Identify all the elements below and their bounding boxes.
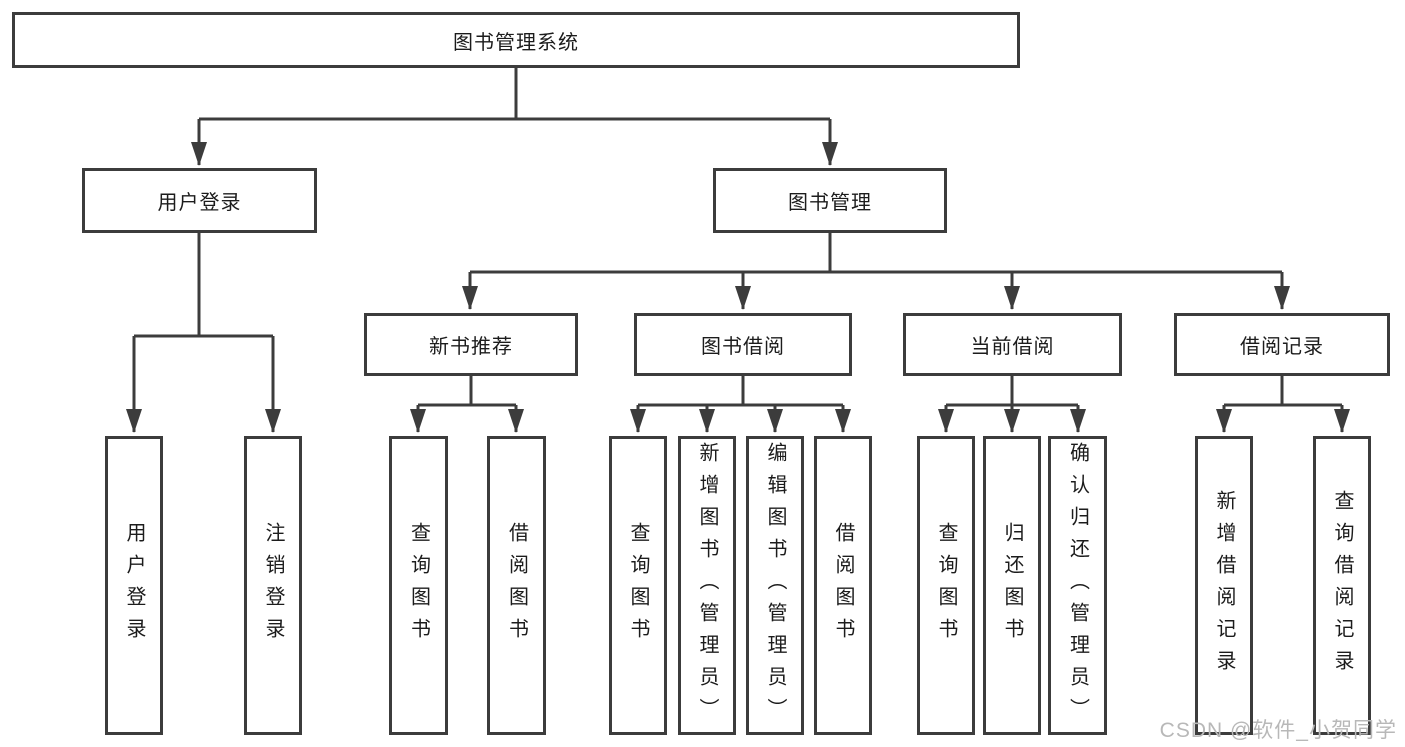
- leaf-label: 借阅图书: [505, 521, 528, 650]
- leaf-logout-login: 注销登录: [244, 436, 302, 735]
- leaf-confirm-return-admin: 确认归还（管理员）: [1048, 436, 1107, 735]
- leaf-query-borrow-record: 查询借阅记录: [1313, 436, 1371, 735]
- leaf-label: 新增借阅记录: [1213, 489, 1235, 682]
- leaf-add-books-admin: 新增图书（管理员）: [678, 436, 736, 735]
- leaf-user-login: 用户登录: [105, 436, 163, 735]
- leaf-query-books-current: 查询图书: [917, 436, 975, 735]
- leaf-label: 编辑图书（管理员）: [764, 441, 786, 730]
- leaf-label: 查询图书: [627, 521, 649, 650]
- node-new-book-recommend: 新书推荐: [364, 313, 578, 376]
- node-label: 用户登录: [157, 192, 242, 214]
- leaf-label: 新增图书（管理员）: [696, 441, 718, 730]
- csdn-watermark: CSDN @软件_小贺同学: [1159, 719, 1397, 742]
- leaf-label: 用户登录: [123, 521, 145, 650]
- leaf-edit-books-admin: 编辑图书（管理员）: [746, 436, 804, 735]
- leaf-label: 查询图书: [407, 521, 430, 650]
- node-borrow-records: 借阅记录: [1174, 313, 1390, 376]
- node-label: 图书借阅: [701, 336, 785, 358]
- leaf-query-books-recommend: 查询图书: [389, 436, 448, 735]
- leaf-label: 查询借阅记录: [1331, 489, 1353, 682]
- node-book-management: 图书管理: [713, 168, 947, 233]
- node-label: 借阅记录: [1240, 336, 1324, 358]
- leaf-label: 确认归还（管理员）: [1066, 441, 1089, 730]
- node-label: 新书推荐: [429, 336, 513, 358]
- leaf-label: 查询图书: [935, 521, 957, 650]
- node-label: 图书管理: [788, 192, 872, 214]
- leaf-label: 注销登录: [262, 521, 284, 650]
- leaf-query-books-borrow: 查询图书: [609, 436, 667, 735]
- leaf-return-books: 归还图书: [983, 436, 1041, 735]
- node-label: 图书管理系统: [453, 31, 579, 54]
- leaf-add-borrow-record: 新增借阅记录: [1195, 436, 1253, 735]
- leaf-borrow-books: 借阅图书: [814, 436, 872, 735]
- leaf-borrow-books-recommend: 借阅图书: [487, 436, 546, 735]
- node-library-management-system: 图书管理系统: [12, 12, 1020, 68]
- node-user-login: 用户登录: [82, 168, 317, 233]
- node-book-borrow: 图书借阅: [634, 313, 852, 376]
- node-current-borrow: 当前借阅: [903, 313, 1122, 376]
- leaf-label: 归还图书: [1001, 521, 1023, 650]
- leaf-label: 借阅图书: [832, 521, 854, 650]
- node-label: 当前借阅: [970, 336, 1055, 358]
